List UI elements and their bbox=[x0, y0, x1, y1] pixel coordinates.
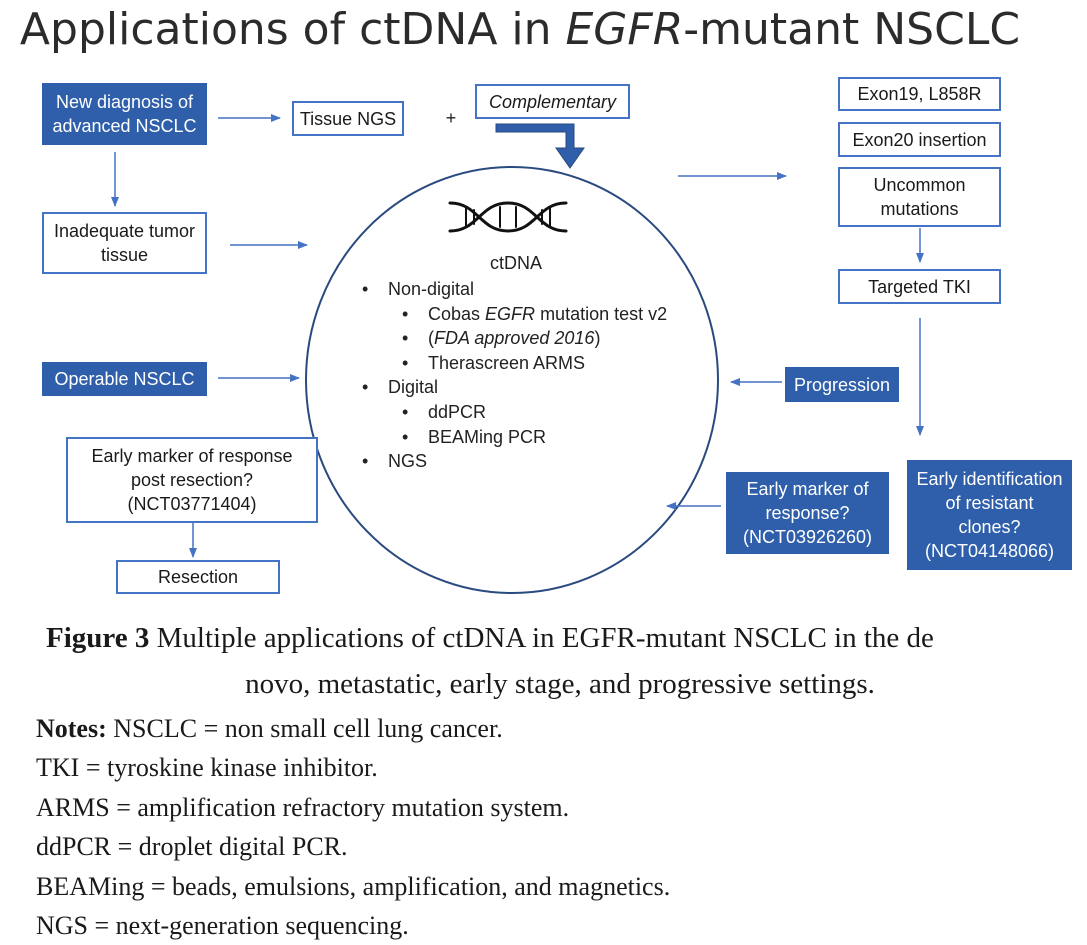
ctdna-label: ctDNA bbox=[490, 253, 543, 273]
early-marker-resection-box: Early marker of response post resection?… bbox=[66, 437, 318, 523]
flow-diagram bbox=[111, 114, 924, 594]
fda-note: (FDA approved 2016) bbox=[402, 326, 667, 351]
page-title: Applications of ctDNA in EGFR-mutant NSC… bbox=[19, 4, 1021, 55]
note-nsclc: Notes: NSCLC = non small cell lung cance… bbox=[36, 714, 503, 743]
complementary-block-arrow bbox=[495, 123, 585, 169]
figure-caption-line1: Figure 3 Multiple applications of ctDNA … bbox=[46, 622, 934, 654]
dna-double-helix-icon bbox=[448, 201, 568, 233]
notes-block: Notes: NSCLC = non small cell lung cance… bbox=[36, 709, 670, 945]
list-item: Non-digital bbox=[362, 277, 667, 302]
early-marker-response-box: Early marker of response? (NCT03926260) bbox=[726, 472, 889, 554]
note-ngs: NGS = next-generation sequencing. bbox=[36, 911, 409, 941]
list-item: ddPCR bbox=[402, 400, 667, 425]
ctdna-circle bbox=[305, 166, 719, 594]
list-item: Digital bbox=[362, 375, 667, 400]
plus-sign: + bbox=[445, 108, 457, 128]
note-arms: ARMS = amplification refractory mutation… bbox=[36, 792, 570, 822]
new-diagnosis-box: New diagnosis of advanced NSCLC bbox=[42, 83, 207, 145]
uncommon-mutations-box: Uncommon mutations bbox=[838, 167, 1001, 227]
list-item: Therascreen ARMS bbox=[402, 351, 667, 376]
figure-caption-line2: novo, metastatic, early stage, and progr… bbox=[245, 668, 875, 700]
resection-box: Resection bbox=[116, 560, 280, 594]
exon19-box: Exon19, L858R bbox=[838, 77, 1001, 111]
targeted-tki-box: Targeted TKI bbox=[838, 269, 1001, 304]
note-ddpcr: ddPCR = droplet digital PCR. bbox=[36, 832, 348, 862]
ctdna-methods-list: Non-digital Cobas EGFR mutation test v2 … bbox=[362, 277, 667, 474]
note-beaming: BEAMing = beads, emulsions, amplificatio… bbox=[36, 871, 671, 901]
early-identification-box: Early identification of resistant clones… bbox=[907, 460, 1072, 570]
note-tki: TKI = tyroskine kinase inhibitor. bbox=[36, 753, 378, 783]
operable-nsclc-box: Operable NSCLC bbox=[42, 362, 207, 396]
progression-box: Progression bbox=[785, 367, 899, 402]
list-item: NGS bbox=[362, 449, 667, 474]
list-item: Cobas EGFR mutation test v2 bbox=[402, 302, 667, 327]
exon20-box: Exon20 insertion bbox=[838, 122, 1001, 157]
complementary-box: Complementary bbox=[475, 84, 630, 119]
list-item: BEAMing PCR bbox=[402, 425, 667, 450]
inadequate-tissue-box: Inadequate tumor tissue bbox=[42, 212, 207, 274]
tissue-ngs-box: Tissue NGS bbox=[292, 101, 404, 136]
